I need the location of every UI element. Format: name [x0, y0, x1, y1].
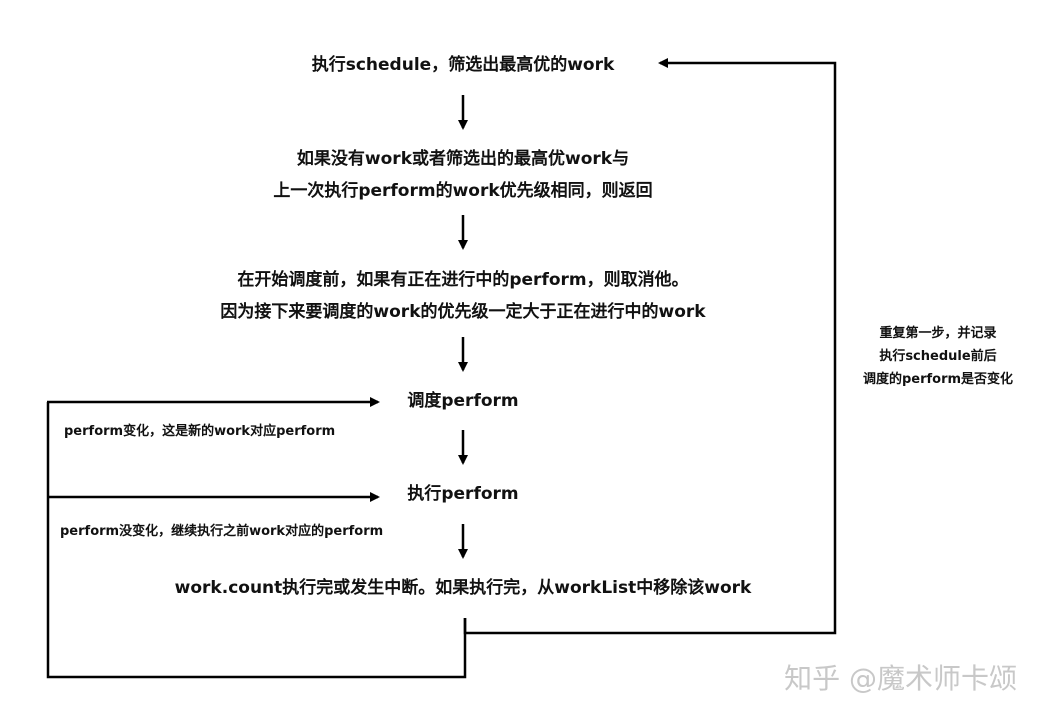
side-note-line-3: 调度的perform是否变化	[862, 372, 1014, 387]
node-count: work.count执行完或发生中断。如果执行完，从workList中移除该wo…	[133, 572, 793, 604]
node-cancel-line-1: 在开始调度前，如果有正在进行中的perform，则取消他。	[237, 270, 689, 290]
node-dispatch: 调度perform	[363, 385, 563, 417]
side-note-repeat: 重复第一步，并记录 执行schedule前后 调度的perform是否变化	[838, 322, 1038, 391]
node-execute: 执行perform	[363, 478, 563, 510]
node-dispatch-text: 调度perform	[407, 391, 519, 411]
node-cancel-line-2: 因为接下来要调度的work的优先级一定大于正在进行中的work	[220, 302, 706, 322]
note-perform-unchanged: perform没变化，继续执行之前work对应的perform	[60, 524, 384, 539]
side-note-line-2: 执行schedule前后	[879, 349, 997, 364]
node-cancel: 在开始调度前，如果有正在进行中的perform，则取消他。 因为接下来要调度的w…	[113, 264, 813, 328]
node-schedule: 执行schedule，筛选出最高优的work	[263, 49, 663, 81]
node-check-return-line-1: 如果没有work或者筛选出的最高优work与	[296, 149, 630, 169]
node-check-return: 如果没有work或者筛选出的最高优work与 上一次执行perform的work…	[213, 143, 713, 207]
loop-left-outer	[46, 402, 467, 679]
node-count-text: work.count执行完或发生中断。如果执行完，从workList中移除该wo…	[174, 578, 752, 598]
node-execute-text: 执行perform	[407, 484, 519, 504]
note-perform-changed: perform变化，这是新的work对应perform	[64, 424, 336, 439]
watermark: 知乎 @魔术师卡颂	[784, 662, 1017, 695]
node-schedule-text: 执行schedule，筛选出最高优的work	[311, 55, 615, 75]
side-note-line-1: 重复第一步，并记录	[879, 326, 997, 341]
node-check-return-line-2: 上一次执行perform的work优先级相同，则返回	[273, 181, 653, 201]
